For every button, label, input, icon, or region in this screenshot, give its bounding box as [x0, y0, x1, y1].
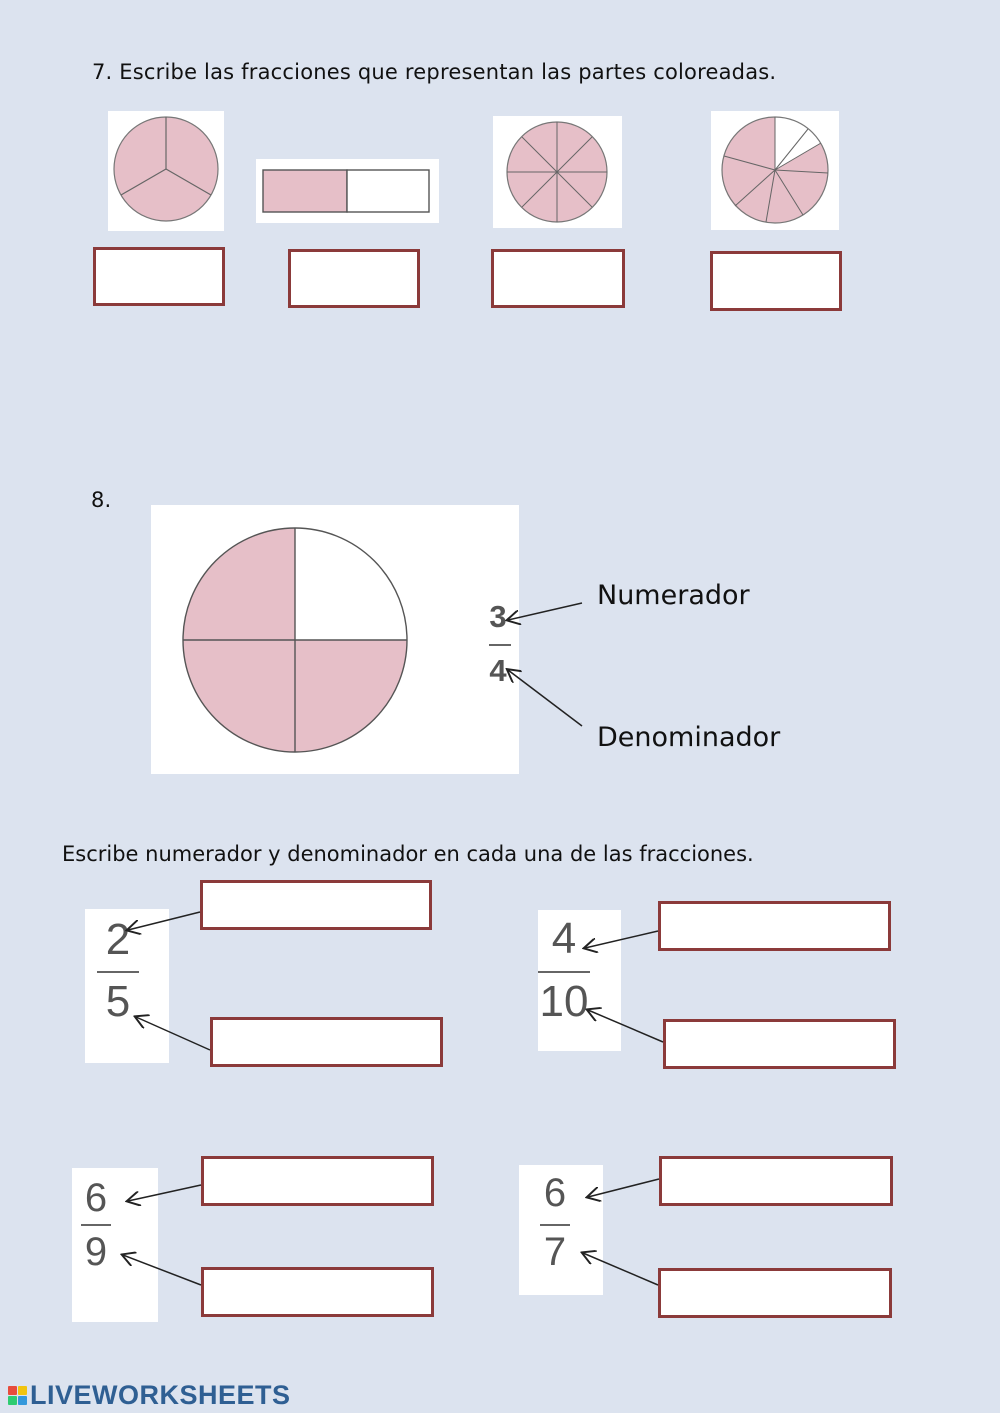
- denominator-label: Denominador: [597, 722, 781, 753]
- numerator-label: Numerador: [597, 580, 750, 611]
- fraction-3-denominator-input[interactable]: [201, 1267, 434, 1317]
- fraction-4-numerator-arrow: [588, 1178, 660, 1197]
- numerator-arrow: [508, 602, 583, 620]
- fraction-1-denominator-input[interactable]: [210, 1017, 443, 1067]
- circle-eighths-graphic: [506, 121, 608, 223]
- figure-circle-eighths: [493, 116, 622, 228]
- example-fraction-card: 3 4: [151, 505, 519, 774]
- question-7-title: 7. Escribe las fracciones que representa…: [92, 60, 777, 84]
- fraction-3-bar: [81, 1224, 111, 1226]
- denominator-arrow: [508, 670, 583, 727]
- fraction-1-numerator-input[interactable]: [200, 880, 432, 930]
- fraction-4-denominator: 7: [543, 1230, 567, 1274]
- circle-thirds-graphic: [113, 116, 219, 222]
- fraction-card-2: 4 10: [538, 910, 621, 1051]
- fraction-4-denominator-input[interactable]: [658, 1268, 892, 1318]
- answer-fraction-4-input[interactable]: [710, 251, 842, 311]
- fraction-card-4: 6 7: [519, 1165, 603, 1295]
- fraction-2-denominator: 10: [539, 977, 589, 1026]
- fraction-3-denominator: 9: [84, 1230, 108, 1274]
- fraction-1-bar: [97, 971, 139, 973]
- answer-fraction-2-input[interactable]: [288, 249, 420, 308]
- bar-halves-graphic: [262, 169, 430, 213]
- fraction-4-numerator-input[interactable]: [659, 1156, 893, 1206]
- fraction-1-denominator-arrow: [136, 1017, 211, 1051]
- figure-circle-ninths: [711, 111, 839, 230]
- example-denominator: 4: [489, 653, 507, 688]
- fraction-3-numerator-input[interactable]: [201, 1156, 434, 1206]
- fraction-2-numerator-input[interactable]: [658, 901, 891, 951]
- circle-ninths-graphic: [721, 116, 829, 224]
- circle-quarters-graphic: [182, 527, 408, 753]
- fraction-3-denominator-arrow: [123, 1255, 202, 1286]
- answer-fraction-1-input[interactable]: [93, 247, 225, 306]
- figure-bar-halves: [256, 159, 439, 223]
- figure-circle-thirds: [108, 111, 224, 231]
- fraction-2-numerator: 4: [551, 914, 577, 963]
- fraction-4-bar: [540, 1224, 570, 1226]
- answer-fraction-3-input[interactable]: [491, 249, 625, 308]
- fraction-3-numerator: 6: [84, 1176, 108, 1220]
- question-8-number: 8.: [91, 488, 112, 512]
- liveworksheets-logo[interactable]: LIVEWORKSHEETS: [8, 1380, 291, 1411]
- fraction-4-denominator-arrow: [583, 1253, 659, 1286]
- liveworksheets-logo-icon: [8, 1386, 28, 1406]
- fraction-2-bar: [538, 971, 590, 973]
- fraction-card-3: 6 9: [72, 1168, 158, 1322]
- instruction-text: Escribe numerador y denominador en cada …: [62, 842, 754, 866]
- fraction-3-numerator-arrow: [128, 1184, 202, 1201]
- liveworksheets-brand-text: LIVEWORKSHEETS: [30, 1380, 291, 1410]
- fraction-2-denominator-input[interactable]: [663, 1019, 896, 1069]
- fraction-1-denominator: 5: [105, 977, 131, 1026]
- fraction-1-numerator-arrow: [128, 911, 201, 930]
- fraction-2-numerator-arrow: [585, 930, 659, 948]
- fraction-4-numerator: 6: [543, 1171, 567, 1215]
- example-numerator: 3: [489, 599, 507, 634]
- fraction-2-denominator-arrow: [588, 1010, 664, 1043]
- example-fraction-bar: [489, 644, 511, 646]
